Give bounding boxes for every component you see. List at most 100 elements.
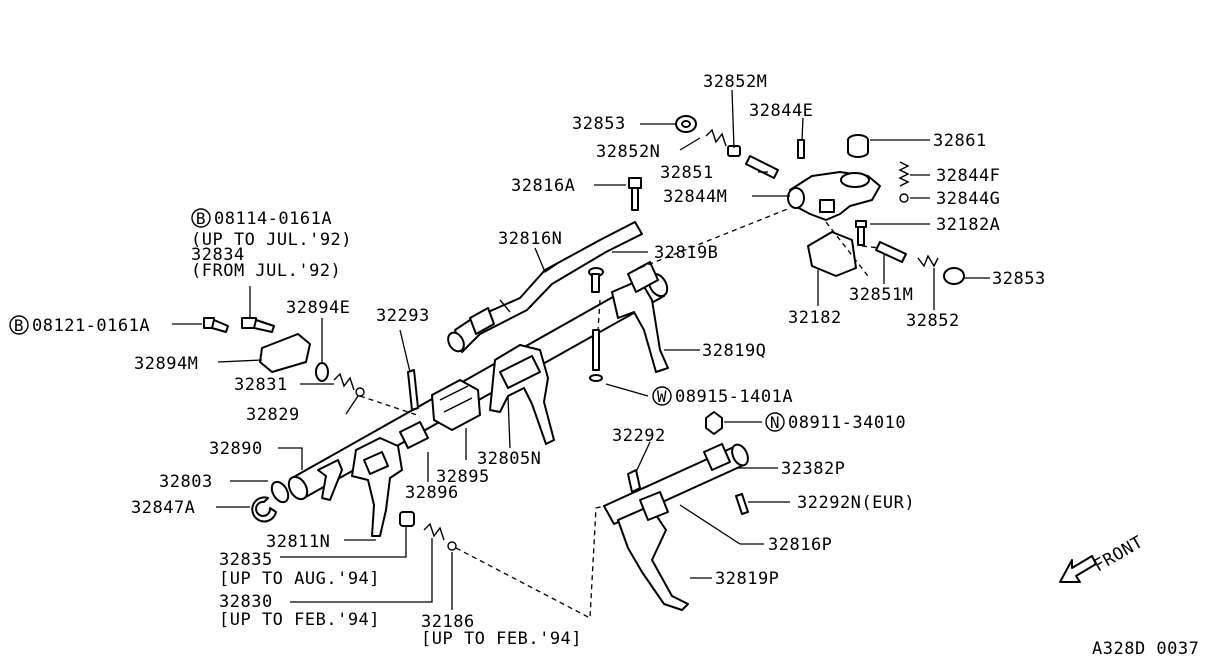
label-32292: 32292 [612, 426, 666, 446]
label-32816P: 32816P [768, 535, 832, 555]
label-32831: 32831 [234, 375, 288, 395]
label-32186: 32186 [421, 612, 475, 632]
label-32853-upper: 32853 [572, 114, 626, 134]
fork-32805N [489, 344, 555, 445]
label-32382P: 32382P [781, 459, 845, 479]
svg-text:B: B [14, 316, 24, 335]
label-32186-note: [UP TO FEB.'94] [421, 629, 582, 649]
label-32852N: 32852N [596, 142, 660, 162]
svg-text:W: W [657, 387, 667, 406]
block-32895 [431, 379, 481, 431]
plug-32835 [399, 511, 415, 527]
fork-32811N [317, 437, 403, 537]
bolt-badge-08114: B [191, 208, 211, 228]
label-32182A: 32182A [936, 215, 1000, 235]
label-32890: 32890 [209, 439, 263, 459]
label-32834-note: (FROM JUL.'92) [191, 261, 341, 281]
label-32844E: 32844E [749, 101, 813, 121]
assembly-dashed-lines [359, 207, 881, 620]
label-32805N: 32805N [477, 449, 541, 469]
washer-08915 [589, 329, 603, 382]
label-32835-note: [UP TO AUG.'94] [219, 569, 380, 589]
label-08911-code: 08911-34010 [788, 413, 906, 433]
fork-32819P [617, 491, 689, 611]
washer-badge-08915: W [652, 386, 672, 406]
label-08114-note: (UP TO JUL.'92) [191, 230, 352, 250]
front-arrow-icon [1059, 555, 1097, 583]
fork-32819Q [611, 261, 669, 373]
selector-housing-32844M [787, 171, 881, 221]
pin-32844E [797, 139, 805, 159]
label-32895: 32895 [436, 467, 490, 487]
label-32851: 32851 [660, 163, 714, 183]
collar-32803 [270, 480, 290, 504]
label-32293: 32293 [376, 306, 430, 326]
pin-32292N [735, 493, 749, 515]
ring-32894E [315, 362, 329, 382]
label-32182: 32182 [788, 308, 842, 328]
bolt-32834 [241, 317, 275, 333]
label-32811N: 32811N [266, 532, 330, 552]
label-32853-lower: 32853 [992, 269, 1046, 289]
label-32816N: 32816N [498, 229, 562, 249]
label-32835: 32835 [219, 550, 273, 570]
nut-32853-lower [943, 267, 965, 285]
bolt-08121 [203, 317, 229, 333]
label-32894M: 32894M [134, 354, 198, 374]
spring-32830 [423, 522, 445, 541]
label-32894E: 32894E [286, 298, 350, 318]
label-32852M: 32852M [703, 72, 767, 92]
label-32803: 32803 [159, 472, 213, 492]
nut-32853-upper [675, 115, 697, 133]
label-32830-note: [UP TO FEB.'94] [219, 610, 380, 630]
plunger-32851M [875, 241, 907, 263]
spring-32831 [333, 372, 355, 391]
label-32844G: 32844G [936, 189, 1000, 209]
label-32292N: 32292N(EUR) [797, 493, 915, 513]
pin-32292 [627, 469, 641, 493]
bracket-32182 [807, 231, 857, 277]
bracket-32896 [399, 421, 429, 449]
ball-32844G [899, 193, 909, 203]
label-front: FRONT [1091, 532, 1147, 576]
bolt-badge-08121: B [9, 315, 29, 335]
label-32834: 32834 [191, 245, 245, 265]
front-direction-indicator: FRONT [1059, 532, 1147, 583]
bolt-32182A [855, 220, 867, 246]
pin-32293 [407, 369, 419, 411]
bolt-32816A [628, 177, 642, 211]
label-32844M: 32844M [663, 187, 727, 207]
diagram-code: A328D 0037 [1092, 639, 1199, 659]
part-32382P [703, 443, 731, 471]
ball-32186 [447, 541, 457, 551]
label-32851M: 32851M [849, 285, 913, 305]
cap-32861 [847, 134, 869, 158]
plate-32894M [259, 333, 311, 373]
nut-badge-08911: N [765, 412, 785, 432]
label-32819Q: 32819Q [702, 341, 766, 361]
snap-ring-32847A [251, 496, 277, 523]
label-32819P: 32819P [715, 569, 779, 589]
label-32896: 32896 [405, 483, 459, 503]
svg-text:B: B [196, 209, 206, 228]
rod-32816P [603, 443, 749, 525]
label-32861: 32861 [933, 131, 987, 151]
label-08915-code: 08915-1401A [675, 387, 793, 407]
label-32819B: 32819B [654, 243, 718, 263]
leader-lines [172, 89, 990, 610]
label-32844F: 32844F [936, 166, 1000, 186]
label-32852: 32852 [906, 311, 960, 331]
label-32847A: 32847A [131, 498, 195, 518]
label-08114-code: 08114-0161A [214, 209, 332, 229]
label-08121-code: 08121-0161A [32, 316, 150, 336]
ball-32829 [355, 387, 365, 397]
pin-32819B [588, 267, 604, 293]
label-32816A: 32816A [511, 176, 575, 196]
label-32830: 32830 [219, 592, 273, 612]
control-rod-32816N [447, 221, 643, 353]
svg-text:N: N [770, 413, 780, 432]
label-32829: 32829 [246, 405, 300, 425]
spring-32852 [917, 254, 939, 268]
